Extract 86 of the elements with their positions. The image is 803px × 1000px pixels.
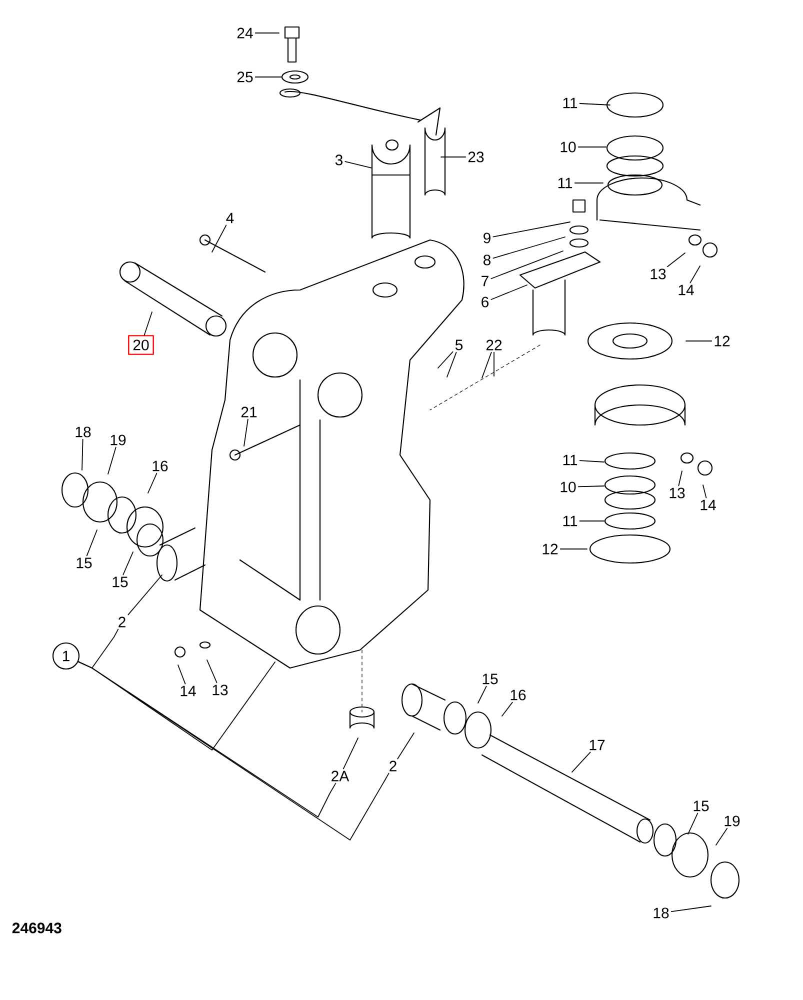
leader-line [716, 828, 728, 846]
leader-line [438, 351, 454, 368]
callout-number: 2 [118, 616, 126, 628]
callout-number: 14 [678, 284, 694, 296]
leader-line [244, 418, 248, 446]
callout-number: 15 [76, 558, 92, 568]
callout-number: 22 [486, 340, 502, 350]
leader-line [397, 732, 414, 760]
leader-line [492, 222, 570, 238]
leader-line [343, 738, 358, 770]
callout-number: 24 [237, 28, 253, 38]
leader-line [178, 664, 186, 684]
callout-number: 17 [590, 740, 605, 750]
callout-number: 25 [237, 72, 253, 82]
callout-number: 4 [226, 212, 234, 224]
leader-line [579, 103, 610, 106]
callout-number: 19 [724, 816, 740, 826]
leader-line [688, 812, 698, 834]
leader-line [490, 250, 564, 280]
drawing-number: 246943 [12, 922, 62, 934]
callout-number: 6 [482, 296, 489, 308]
callout-number: 10 [560, 482, 576, 492]
leader-line [254, 76, 282, 78]
callout-number: 23 [468, 152, 484, 162]
leader-line [206, 660, 218, 684]
callout-number: 14 [180, 686, 196, 696]
leader-line [122, 552, 134, 576]
callout-number: 3 [335, 154, 343, 166]
leader-line [574, 182, 604, 184]
leader-line [578, 146, 606, 148]
leader-line [82, 438, 84, 470]
leader-line [690, 266, 700, 284]
leader-line [502, 702, 513, 716]
leader-line [86, 530, 98, 556]
leader-line [492, 236, 566, 259]
callout-number: 12 [714, 336, 730, 346]
callout-number: 12 [542, 544, 558, 554]
leader-line [678, 470, 682, 486]
leader-line [440, 156, 466, 158]
callout-number: 14 [700, 500, 716, 510]
leader-line [579, 460, 604, 462]
leader-line [482, 352, 492, 378]
callout-number: 13 [650, 268, 666, 280]
callout-number: 15 [112, 576, 128, 588]
callout-number: 7 [482, 276, 488, 286]
leader-line [670, 906, 712, 912]
leader-line [446, 352, 457, 378]
leader-line [254, 32, 280, 34]
callout-number: 2A [332, 770, 350, 782]
callout-number: 13 [212, 684, 228, 696]
callout-number: 20 [128, 335, 154, 355]
leader-line [702, 484, 707, 498]
leader-line [578, 486, 604, 488]
leader-line [144, 312, 152, 336]
callout-number: 13 [670, 488, 685, 498]
callout-number: 11 [563, 454, 578, 466]
callout-number: 15 [482, 674, 498, 684]
callout-number: 15 [694, 800, 709, 812]
leader-line [212, 224, 227, 252]
leader-line [667, 252, 686, 268]
leader-line [579, 520, 604, 522]
leader-line [686, 340, 712, 342]
callout-number: 2 [390, 760, 396, 772]
leader-line [128, 574, 162, 616]
leader-line [490, 284, 528, 300]
callout-number: 19 [110, 434, 126, 446]
callout-number: 16 [152, 460, 168, 472]
callout-number: 11 [563, 98, 578, 108]
callout-number: 9 [484, 232, 490, 244]
callout-number: 18 [654, 908, 669, 918]
leader-line [148, 472, 158, 494]
leader-line [344, 161, 372, 168]
callout-number: 16 [510, 690, 526, 700]
callout-number: 5 [455, 340, 463, 350]
callout-number: 21 [241, 406, 257, 418]
callout-number: 11 [558, 178, 572, 188]
leader-line [560, 548, 588, 550]
circled-callout: 1 [52, 642, 80, 670]
callout-number: 10 [560, 142, 576, 152]
leader-line [572, 752, 591, 772]
leader-line [478, 686, 487, 704]
leader-line [108, 446, 116, 474]
callout-number: 8 [484, 254, 491, 266]
leader-line [78, 661, 390, 840]
callout-number: 11 [563, 516, 578, 526]
callout-number: 18 [76, 426, 91, 438]
